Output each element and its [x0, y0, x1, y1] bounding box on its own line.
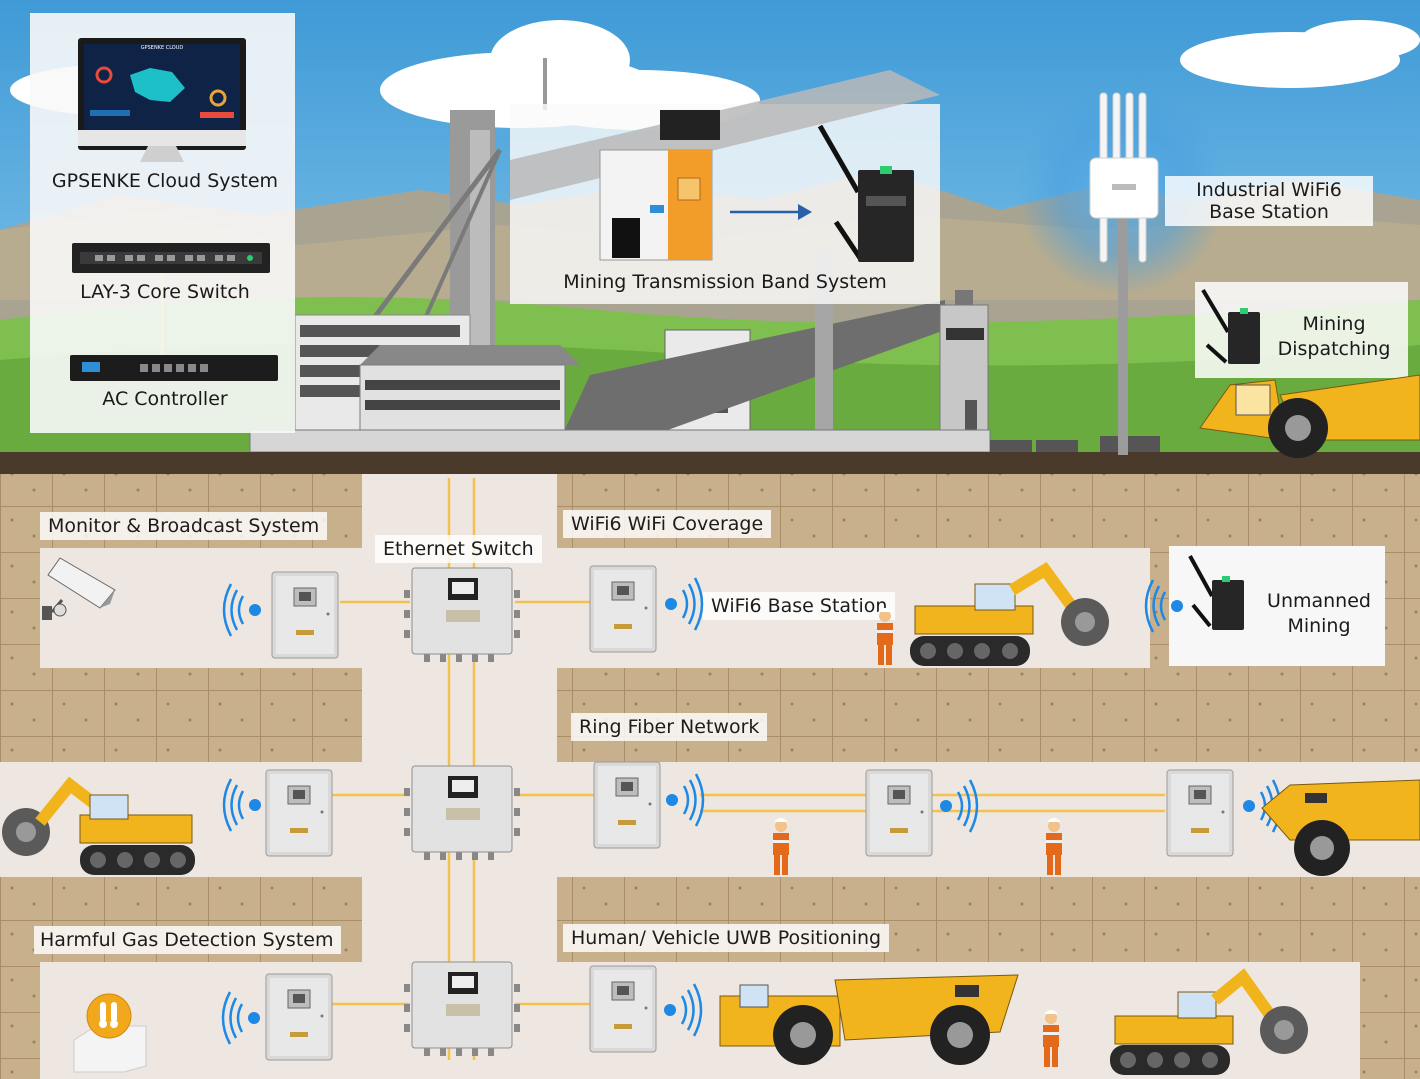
- core-switch-label: LAY-3 Core Switch: [80, 281, 250, 303]
- ethernet-switch-label: Ethernet Switch: [375, 535, 542, 563]
- wifi6-coverage-label: WiFi6 WiFi Coverage: [563, 510, 772, 538]
- transmission-band-label: Mining Transmission Band System: [563, 271, 887, 293]
- monitor-broadcast-label: Monitor & Broadcast System: [40, 512, 328, 540]
- mining-dispatching-label: Mining Dispatching: [1277, 313, 1391, 360]
- industrial-base-station-label: Industrial WiFi6 Base Station: [1165, 176, 1373, 226]
- coal-train: [990, 436, 1160, 454]
- uwb-positioning-label: Human/ Vehicle UWB Positioning: [563, 924, 890, 952]
- ring-fiber-label: Ring Fiber Network: [571, 713, 768, 741]
- ac-controller-label: AC Controller: [102, 388, 228, 410]
- unmanned-mining-label: Unmanned Mining: [1267, 590, 1371, 637]
- harmful-gas-label: Harmful Gas Detection System: [34, 926, 342, 954]
- mine-buildings: [249, 58, 991, 453]
- network-core-panel: [30, 13, 295, 433]
- cloud-system-label: GPSENKE Cloud System: [51, 170, 279, 192]
- wifi6-base-station-label: WiFi6 Base Station: [703, 592, 896, 620]
